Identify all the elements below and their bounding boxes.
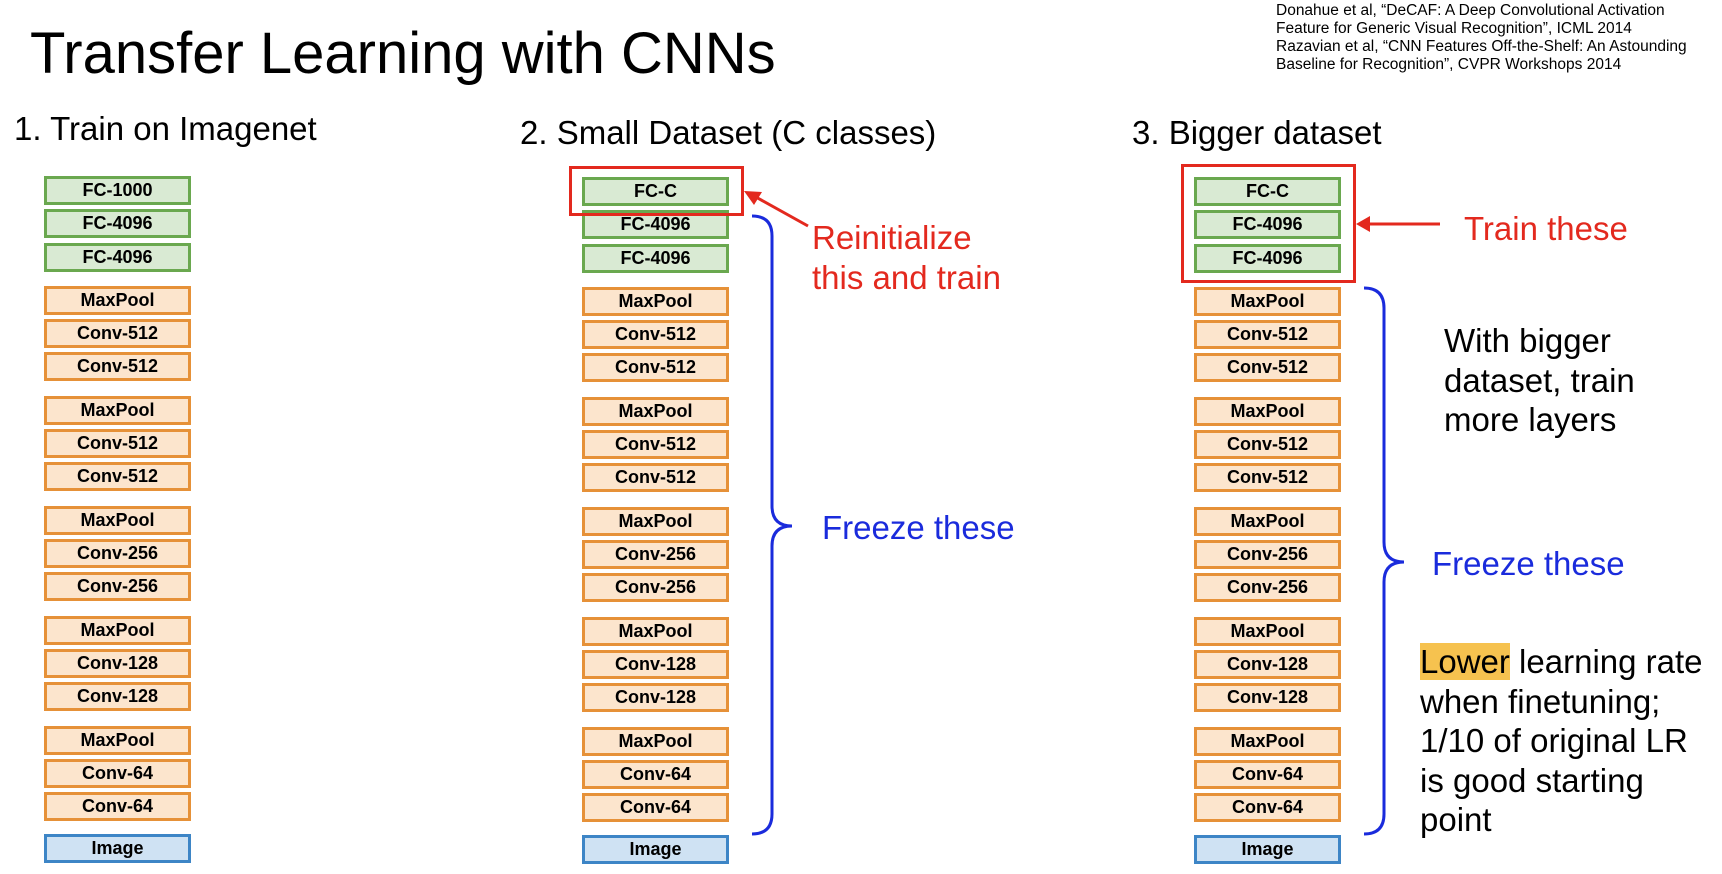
- layer-conv-256: Conv-256: [1194, 573, 1341, 602]
- layer-conv-512: Conv-512: [582, 320, 729, 349]
- layer-fc-4096: FC-4096: [582, 244, 729, 273]
- layer-conv-128: Conv-128: [1194, 683, 1341, 712]
- layer-conv-512: Conv-512: [44, 429, 191, 458]
- references: Donahue et al, “DeCAF: A Deep Convolutio…: [1276, 2, 1716, 74]
- layer-fc-4096: FC-4096: [44, 209, 191, 238]
- layer-image: Image: [582, 835, 729, 864]
- layer-conv-256: Conv-256: [582, 573, 729, 602]
- lower-highlight: Lower: [1420, 643, 1510, 680]
- layer-maxpool: MaxPool: [582, 397, 729, 426]
- layer-conv-64: Conv-64: [582, 793, 729, 822]
- layer-conv-512: Conv-512: [1194, 353, 1341, 382]
- layer-conv-128: Conv-128: [582, 683, 729, 712]
- layer-image: Image: [1194, 835, 1341, 864]
- layer-image: Image: [44, 834, 191, 863]
- stage3-learning-rate-note: Lower learning rate when finetuning; 1/1…: [1420, 642, 1703, 840]
- layer-maxpool: MaxPool: [1194, 287, 1341, 316]
- layer-conv-512: Conv-512: [582, 353, 729, 382]
- layer-conv-128: Conv-128: [44, 649, 191, 678]
- layer-conv-512: Conv-512: [1194, 430, 1341, 459]
- layer-conv-256: Conv-256: [44, 572, 191, 601]
- reinit-line-2: this and train: [812, 259, 1001, 297]
- bigger-note-line-3: more layers: [1444, 401, 1617, 439]
- layer-conv-256: Conv-256: [582, 540, 729, 569]
- stage3-train-arrowhead: [1356, 216, 1370, 232]
- reference-razavian: Razavian et al, “CNN Features Off-the-Sh…: [1276, 38, 1687, 73]
- layer-conv-128: Conv-128: [582, 650, 729, 679]
- stage2-freeze-label: Freeze these: [822, 509, 1015, 546]
- stage2-reinit-arrowhead: [744, 191, 762, 205]
- stage3-heading: 3. Bigger dataset: [1132, 114, 1382, 151]
- layer-conv-128: Conv-128: [44, 682, 191, 711]
- layer-fc-4096: FC-4096: [1194, 244, 1341, 273]
- layer-fc-c: FC-C: [1194, 177, 1341, 206]
- layer-fc-1000: FC-1000: [44, 176, 191, 205]
- stage3-train-these-label: Train these: [1464, 210, 1628, 247]
- stage2-fc-c-highlight-box: [569, 166, 744, 216]
- layer-maxpool: MaxPool: [582, 727, 729, 756]
- layer-conv-64: Conv-64: [44, 759, 191, 788]
- layer-conv-64: Conv-64: [44, 792, 191, 821]
- layer-fc-4096: FC-4096: [44, 243, 191, 272]
- stage3-freeze-brace: [1363, 286, 1405, 836]
- stage3-bigger-dataset-note: With bigger dataset, train more layers: [1444, 321, 1635, 440]
- bigger-note-line-1: With bigger: [1444, 322, 1611, 359]
- layer-conv-64: Conv-64: [1194, 793, 1341, 822]
- stage1-heading: 1. Train on Imagenet: [14, 110, 317, 147]
- layer-conv-512: Conv-512: [582, 463, 729, 492]
- layer-maxpool: MaxPool: [44, 726, 191, 755]
- lr-line-2: when finetuning;: [1420, 682, 1661, 720]
- stage2-reinitialize-label: Reinitialize this and train: [812, 218, 1001, 299]
- layer-maxpool: MaxPool: [44, 506, 191, 535]
- layer-fc-4096: FC-4096: [1194, 210, 1341, 239]
- layer-maxpool: MaxPool: [582, 287, 729, 316]
- bigger-note-line-2: dataset, train: [1444, 361, 1635, 399]
- layer-maxpool: MaxPool: [582, 617, 729, 646]
- stage3-freeze-label: Freeze these: [1432, 545, 1625, 582]
- lr-line-3: 1/10 of original LR: [1420, 722, 1688, 760]
- layer-conv-512: Conv-512: [44, 462, 191, 491]
- layer-maxpool: MaxPool: [1194, 617, 1341, 646]
- layer-maxpool: MaxPool: [44, 286, 191, 315]
- layer-conv-256: Conv-256: [1194, 540, 1341, 569]
- layer-maxpool: MaxPool: [44, 616, 191, 645]
- stage3-fc-highlight-box: [1181, 164, 1356, 283]
- layer-conv-512: Conv-512: [44, 319, 191, 348]
- lr-line-5: point: [1420, 801, 1492, 839]
- stage2-reinit-arrow: [753, 194, 809, 228]
- slide-title: Transfer Learning with CNNs: [30, 21, 776, 86]
- reference-donahue: Donahue et al, “DeCAF: A Deep Convolutio…: [1276, 2, 1665, 37]
- layer-conv-512: Conv-512: [1194, 463, 1341, 492]
- stage2-freeze-brace: [751, 214, 793, 836]
- layer-conv-512: Conv-512: [44, 352, 191, 381]
- layer-conv-512: Conv-512: [582, 430, 729, 459]
- layer-maxpool: MaxPool: [1194, 507, 1341, 536]
- layer-conv-256: Conv-256: [44, 539, 191, 568]
- lr-line-4: is good starting: [1420, 761, 1644, 799]
- layer-conv-128: Conv-128: [1194, 650, 1341, 679]
- layer-fc-c: FC-C: [582, 177, 729, 206]
- layer-conv-64: Conv-64: [582, 760, 729, 789]
- layer-maxpool: MaxPool: [1194, 727, 1341, 756]
- stage2-heading: 2. Small Dataset (C classes): [520, 114, 937, 151]
- reinit-line-1: Reinitialize: [812, 219, 972, 256]
- layer-conv-512: Conv-512: [1194, 320, 1341, 349]
- layer-maxpool: MaxPool: [1194, 397, 1341, 426]
- layer-conv-64: Conv-64: [1194, 760, 1341, 789]
- lr-line-1: learning rate: [1509, 643, 1703, 680]
- layer-maxpool: MaxPool: [44, 396, 191, 425]
- layer-maxpool: MaxPool: [582, 507, 729, 536]
